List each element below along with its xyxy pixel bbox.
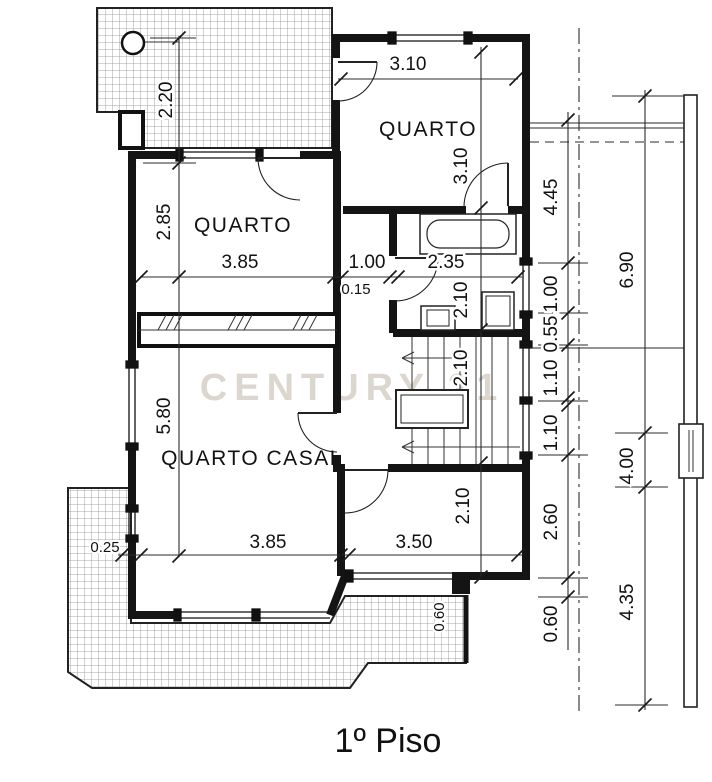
dim-right-inner-2: 0.55 <box>541 316 562 353</box>
door-top-bedroom <box>463 162 509 208</box>
bathtub-icon <box>419 213 517 255</box>
dim-mid-bath: 2.35 <box>428 252 465 273</box>
terrace-wall-stub <box>118 110 145 150</box>
stairs <box>395 337 520 464</box>
room-label-bedroom-left: QUARTO <box>194 214 292 237</box>
dim-bottom-room: 3.50 <box>396 532 433 553</box>
dim-balcony-depth: 0.60 <box>431 602 448 631</box>
window-right-wall <box>519 257 533 460</box>
top-terrace <box>96 7 333 150</box>
toilet-icon <box>420 305 456 331</box>
dim-top-width: 3.10 <box>390 54 427 75</box>
bottom-balcony-hatch <box>67 487 467 689</box>
door-master-bedroom <box>297 412 338 453</box>
stair-arrow-up <box>401 351 468 365</box>
dim-right-inner-5: 2.60 <box>541 504 562 541</box>
interior-walls <box>333 155 530 576</box>
doors <box>257 61 509 514</box>
dim-right-inner-4: 1.10 <box>541 415 562 452</box>
dim-right-outer-0: 6.90 <box>617 252 638 289</box>
room-label-bedroom-top: QUARTO <box>379 118 477 141</box>
dim-bottom-offset: 0.25 <box>90 539 119 556</box>
dim-bottom-master: 3.85 <box>250 532 287 553</box>
dim-mid-hall: 1.00 <box>349 252 386 273</box>
window-left-wall <box>125 360 139 543</box>
dimension-lines <box>114 30 684 713</box>
boundary-wall <box>683 94 698 708</box>
dim-right-outer-1: 4.00 <box>617 448 638 485</box>
boundary-pillar <box>678 423 704 479</box>
dim-right-inner-6: 0.60 <box>541 606 562 643</box>
site-lines <box>530 28 704 712</box>
dim-right-inner-1: 1.00 <box>541 276 562 313</box>
dim-mid-master: 3.85 <box>222 252 259 273</box>
room-label-master-bedroom: QUARTO CASAL <box>161 447 343 470</box>
window-lower-room-bottom <box>344 569 452 583</box>
dim-bath-height: 2.10 <box>451 282 472 319</box>
labels: QUARTO QUARTO QUARTO CASAL 2.20 2.85 5.8… <box>88 52 640 645</box>
terrace-column-icon <box>120 30 146 56</box>
window-master-bottom <box>173 608 330 622</box>
door-terrace-entry <box>337 61 378 102</box>
dim-right-outer-2: 4.35 <box>617 584 638 621</box>
dim-stair-height: 2.10 <box>451 350 472 387</box>
page-title: 1º Piso <box>335 722 442 760</box>
stair-arrow-down <box>401 440 520 454</box>
dim-bedroom-top-height: 3.10 <box>451 148 472 185</box>
dim-mid-wall: 0.15 <box>341 281 370 298</box>
dim-bedroom-left-height: 2.85 <box>154 204 175 241</box>
window-left-bedroom-top <box>175 148 264 162</box>
wardrobe <box>137 312 339 348</box>
dim-right-inner-0: 4.45 <box>541 179 562 216</box>
fixtures <box>419 213 517 331</box>
window-top-bedroom <box>387 31 473 45</box>
shower-icon <box>481 291 515 331</box>
door-bathroom <box>394 257 439 302</box>
dim-lower-room-height: 2.10 <box>453 488 474 525</box>
door-left-bedroom <box>257 157 301 201</box>
door-lower-room <box>344 469 389 514</box>
dim-master-height: 5.80 <box>154 398 175 435</box>
dim-terrace-height: 2.20 <box>156 82 177 119</box>
wardrobe-hatch <box>157 314 318 331</box>
dim-right-inner-3: 1.10 <box>541 360 562 397</box>
stair-void <box>395 389 469 429</box>
